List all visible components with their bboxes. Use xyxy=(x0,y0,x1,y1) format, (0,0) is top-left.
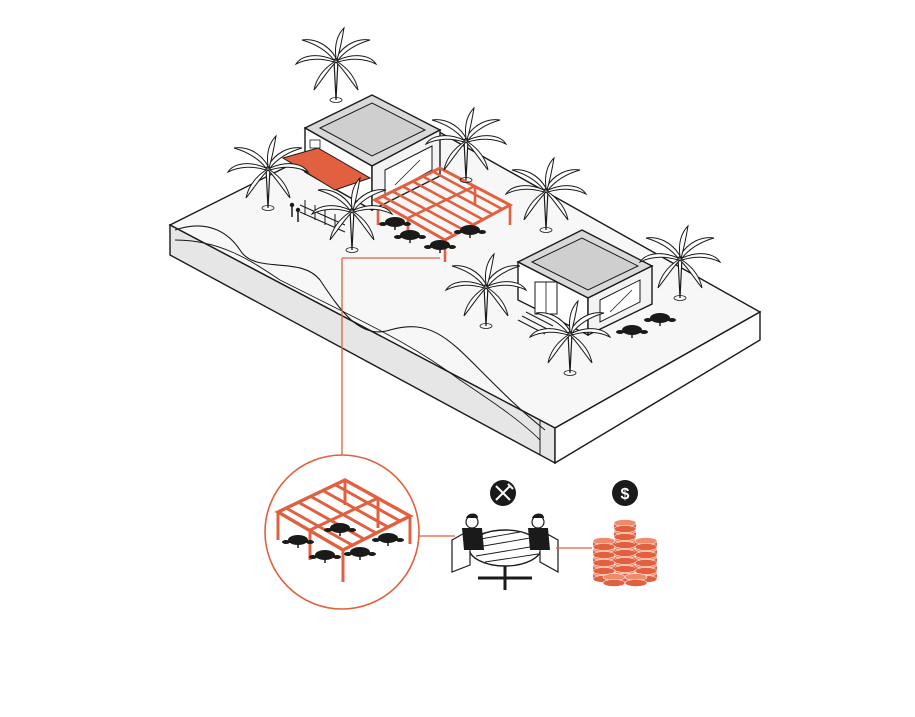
pergola-site xyxy=(371,166,514,262)
pergola-zoom-circle xyxy=(264,454,420,610)
dollar-icon: $ xyxy=(612,480,638,506)
fork-knife-icon xyxy=(490,480,516,506)
dining-table-illustration xyxy=(451,513,559,590)
second-building xyxy=(516,229,677,339)
dollar-symbol: $ xyxy=(621,486,630,503)
coin-stacks xyxy=(592,519,658,587)
callout-connector xyxy=(341,257,440,455)
